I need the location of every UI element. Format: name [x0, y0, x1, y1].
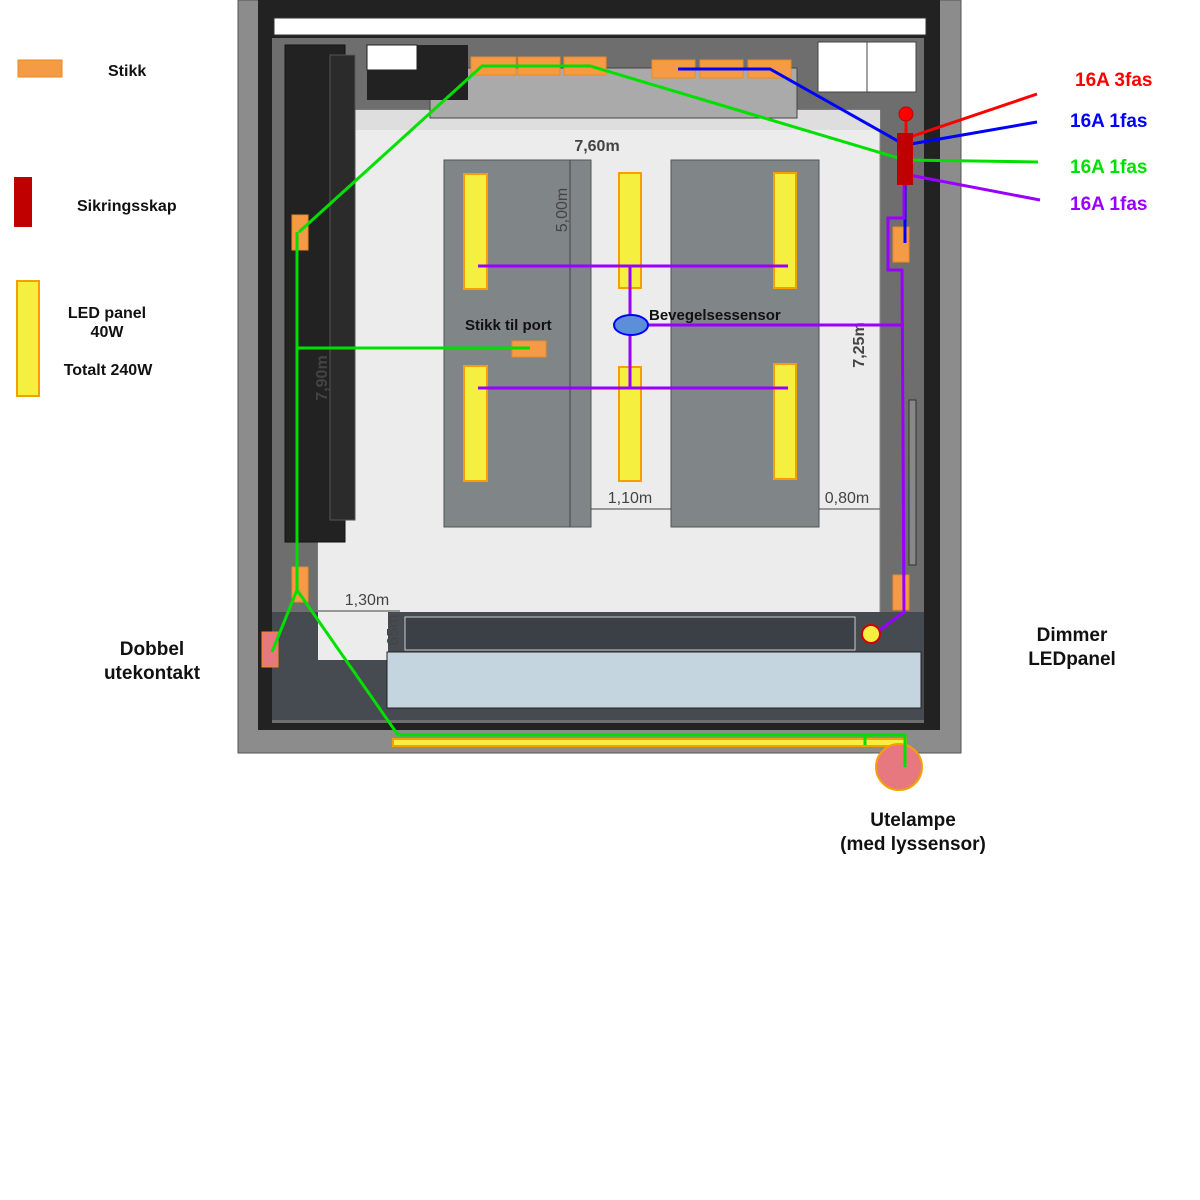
socket — [892, 226, 910, 263]
outdoor-lamp-label-2: (med lyssensor) — [840, 834, 986, 855]
legend: Stikk Sikringsskap LED panel 40W Totalt … — [14, 59, 177, 397]
bottom-light-box — [386, 651, 922, 709]
legend-led-total: Totalt 240W — [64, 362, 154, 379]
dim-width: 7,60m — [574, 138, 619, 155]
dimmer-label: Dimmer — [1037, 625, 1108, 646]
circuit-label-3phase: 16A 3fas — [1075, 70, 1152, 91]
outdoor-lamp-icon — [875, 743, 923, 791]
left-cabinet-edge — [329, 54, 356, 521]
motion-sensor-icon — [613, 314, 649, 336]
legend-led-swatch — [16, 280, 40, 397]
led-panel — [463, 365, 488, 482]
circuit-label-blue: 16A 1fas — [1070, 111, 1147, 132]
dim-step: 65m — [385, 614, 402, 645]
legend-fusebox-label: Sikringsskap — [77, 198, 177, 215]
dim-left-depth: 7,90m — [314, 355, 331, 400]
outdoor-socket-label: Dobbel — [120, 639, 184, 660]
dimmer-icon — [861, 624, 881, 644]
dimmer-label-2: LEDpanel — [1028, 649, 1116, 670]
dim-gap-right: 0,80m — [825, 490, 869, 507]
circuit-label-green: 16A 1fas — [1070, 157, 1147, 178]
dim-mat-length: 5,00m — [554, 188, 571, 232]
outdoor-lamp-label: Utelampe — [870, 810, 956, 831]
legend-socket-label: Stikk — [108, 63, 146, 80]
fusebox-indicator-icon — [898, 106, 914, 122]
legend-fusebox-swatch — [14, 177, 32, 227]
port-socket-label: Stikk til port — [465, 317, 552, 334]
led-panel — [773, 172, 797, 289]
motion-sensor-label: Bevegelsessensor — [649, 307, 781, 324]
dimensions — [318, 160, 880, 612]
legend-led-label: LED panel — [68, 305, 146, 322]
led-panel — [463, 173, 488, 290]
dim-depth: 7,25m — [851, 322, 868, 367]
building — [237, 0, 962, 754]
right-wall-rail — [908, 399, 917, 566]
cable-green — [297, 64, 1039, 234]
led-panel — [773, 363, 797, 480]
cable-purple — [872, 168, 906, 637]
bottom-recess — [404, 616, 856, 651]
cable-green — [270, 586, 907, 767]
cable-red — [909, 92, 1038, 139]
outdoor-socket-label-2: utekontakt — [104, 663, 201, 684]
socket — [892, 574, 910, 611]
dim-gap-mats: 1,10m — [608, 490, 652, 507]
dim-bottom-left: 1,30m — [345, 592, 389, 609]
outdoor-light-strip — [392, 738, 907, 747]
led-panels — [463, 172, 797, 482]
legend-socket-swatch — [17, 59, 63, 78]
outdoor-socket — [261, 631, 279, 668]
fusebox-icon — [897, 133, 913, 185]
top-white-strip — [273, 17, 927, 36]
cable-purple — [908, 173, 1041, 202]
legend-led-watt: 40W — [91, 324, 125, 341]
cable-blue — [678, 67, 1038, 147]
circuit-label-purple: 16A 1fas — [1070, 194, 1147, 215]
top-white-box — [366, 44, 418, 71]
